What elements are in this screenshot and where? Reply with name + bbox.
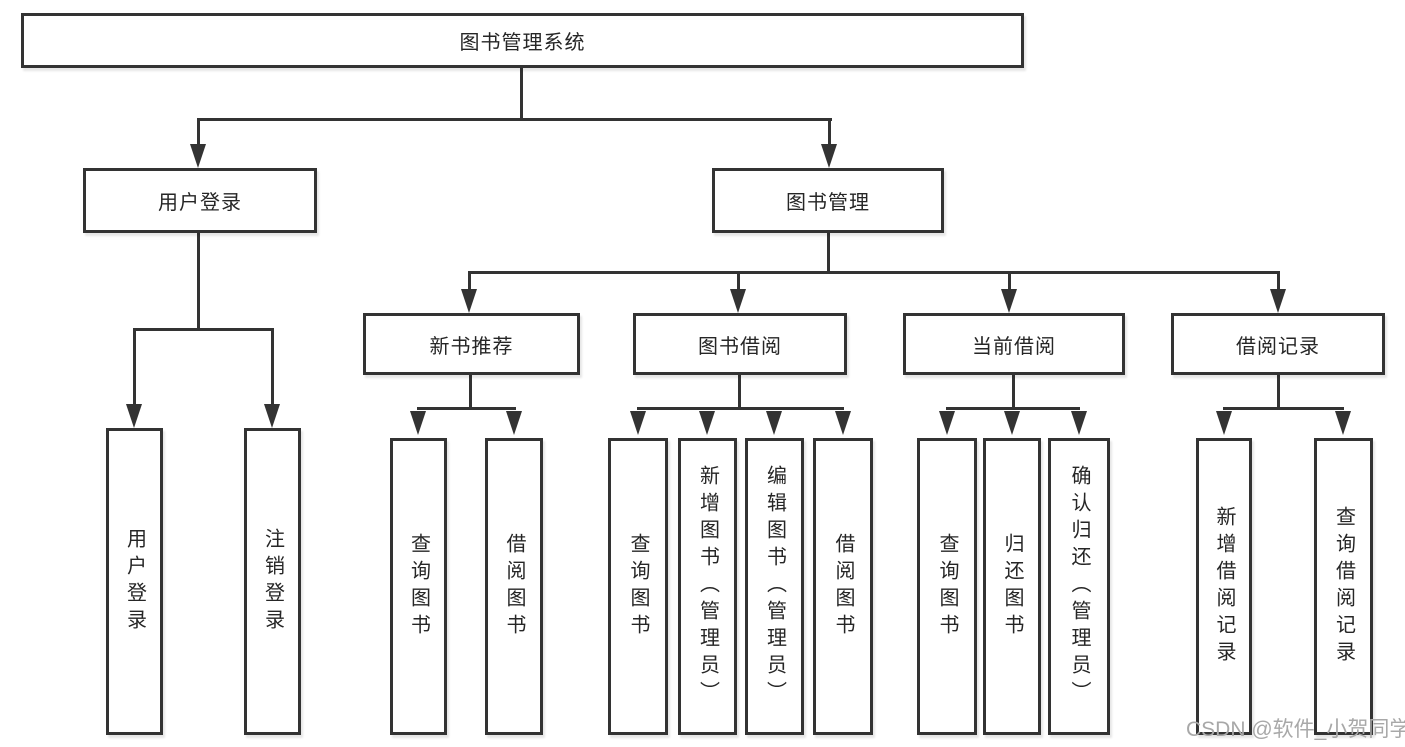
node-user-login: 用户登录 <box>83 168 317 233</box>
arrow-down <box>630 411 646 435</box>
node-borrow-records: 借阅记录 <box>1171 313 1385 375</box>
connector-line <box>828 118 831 148</box>
node-library-management-system-label: 图书管理系统 <box>459 32 586 54</box>
arrow-down <box>190 144 206 168</box>
arrow-down <box>1270 289 1286 313</box>
connector-line <box>827 233 830 273</box>
connector-line <box>271 328 274 404</box>
leaf-query-books-recommend: 查询图书 <box>390 438 447 735</box>
node-new-book-recommend-label: 新书推荐 <box>429 335 514 358</box>
node-current-borrow-label: 当前借阅 <box>972 335 1056 358</box>
leaf-query-borrow-record-label: 查询借阅记录 <box>1332 505 1355 668</box>
leaf-add-book-admin: 新增图书︵管理员︶ <box>678 438 737 735</box>
leaf-logout: 注销登录 <box>244 428 301 735</box>
leaf-query-books-current-label: 查询图书 <box>936 532 958 641</box>
arrow-down <box>835 411 851 435</box>
connector-line <box>468 271 471 295</box>
node-new-book-recommend: 新书推荐 <box>363 313 580 375</box>
arrow-down <box>461 289 477 313</box>
arrow-down <box>1071 411 1087 435</box>
node-library-management-system: 图书管理系统 <box>21 13 1024 68</box>
connector-line <box>133 328 274 331</box>
arrow-down <box>939 411 955 435</box>
leaf-query-books-current: 查询图书 <box>917 438 977 735</box>
connector-line <box>946 407 1080 410</box>
connector-line <box>417 407 516 410</box>
node-book-borrow: 图书借阅 <box>633 313 847 375</box>
leaf-edit-book-admin: 编辑图书︵管理员︶ <box>745 438 804 735</box>
arrow-down <box>699 411 715 435</box>
leaf-add-borrow-record: 新增借阅记录 <box>1196 438 1252 735</box>
leaf-return-book: 归还图书 <box>983 438 1041 735</box>
leaf-borrow-books-label: 借阅图书 <box>832 532 854 641</box>
arrow-down <box>1004 411 1020 435</box>
leaf-borrow-books: 借阅图书 <box>813 438 873 735</box>
node-book-management: 图书管理 <box>712 168 944 233</box>
leaf-confirm-return-admin: 确认归还︵管理员︶ <box>1048 438 1110 735</box>
watermark: CSDN @软件_小贺同学 <box>1186 718 1405 741</box>
arrow-down <box>1216 411 1232 435</box>
connector-line <box>1008 271 1011 295</box>
arrow-down <box>1001 289 1017 313</box>
arrow-down <box>821 144 837 168</box>
leaf-user-login: 用户登录 <box>106 428 163 735</box>
connector-line <box>1012 375 1015 409</box>
node-user-login-label: 用户登录 <box>158 192 242 214</box>
leaf-add-book-admin-label: 新增图书︵管理员︶ <box>696 465 719 708</box>
leaf-query-borrow-record: 查询借阅记录 <box>1314 438 1373 735</box>
connector-line <box>469 375 472 409</box>
connector-line <box>737 271 740 295</box>
leaf-add-borrow-record-label: 新增借阅记录 <box>1213 505 1235 668</box>
connector-line <box>1277 375 1280 409</box>
leaf-logout-label: 注销登录 <box>261 527 284 636</box>
leaf-user-login-label: 用户登录 <box>123 527 146 636</box>
leaf-query-books-borrow: 查询图书 <box>608 438 668 735</box>
arrow-down <box>126 404 142 428</box>
leaf-edit-book-admin-label: 编辑图书︵管理员︶ <box>763 465 786 708</box>
leaf-confirm-return-admin-label: 确认归还︵管理员︶ <box>1068 465 1090 708</box>
connector-line <box>637 407 844 410</box>
leaf-query-books-borrow-label: 查询图书 <box>627 532 649 641</box>
connector-line <box>1277 271 1280 295</box>
node-current-borrow: 当前借阅 <box>903 313 1125 375</box>
connector-line <box>197 233 200 330</box>
connector-line <box>1223 407 1344 410</box>
connector-line <box>197 118 832 121</box>
node-borrow-records-label: 借阅记录 <box>1236 335 1320 358</box>
node-book-management-label: 图书管理 <box>786 192 870 214</box>
leaf-query-books-recommend-label: 查询图书 <box>407 532 430 641</box>
leaf-borrow-books-recommend-label: 借阅图书 <box>503 532 525 641</box>
connector-line <box>133 328 136 404</box>
connector-line <box>468 271 1280 274</box>
arrow-down <box>410 411 426 435</box>
arrow-down <box>730 289 746 313</box>
leaf-borrow-books-recommend: 借阅图书 <box>485 438 543 735</box>
connector-line <box>197 118 200 148</box>
leaf-return-book-label: 归还图书 <box>1001 532 1023 641</box>
arrow-down <box>1335 411 1351 435</box>
connector-line <box>520 68 523 120</box>
connector-line <box>738 375 741 409</box>
arrow-down <box>264 404 280 428</box>
node-book-borrow-label: 图书借阅 <box>698 335 782 358</box>
arrow-down <box>506 411 522 435</box>
arrow-down <box>766 411 782 435</box>
